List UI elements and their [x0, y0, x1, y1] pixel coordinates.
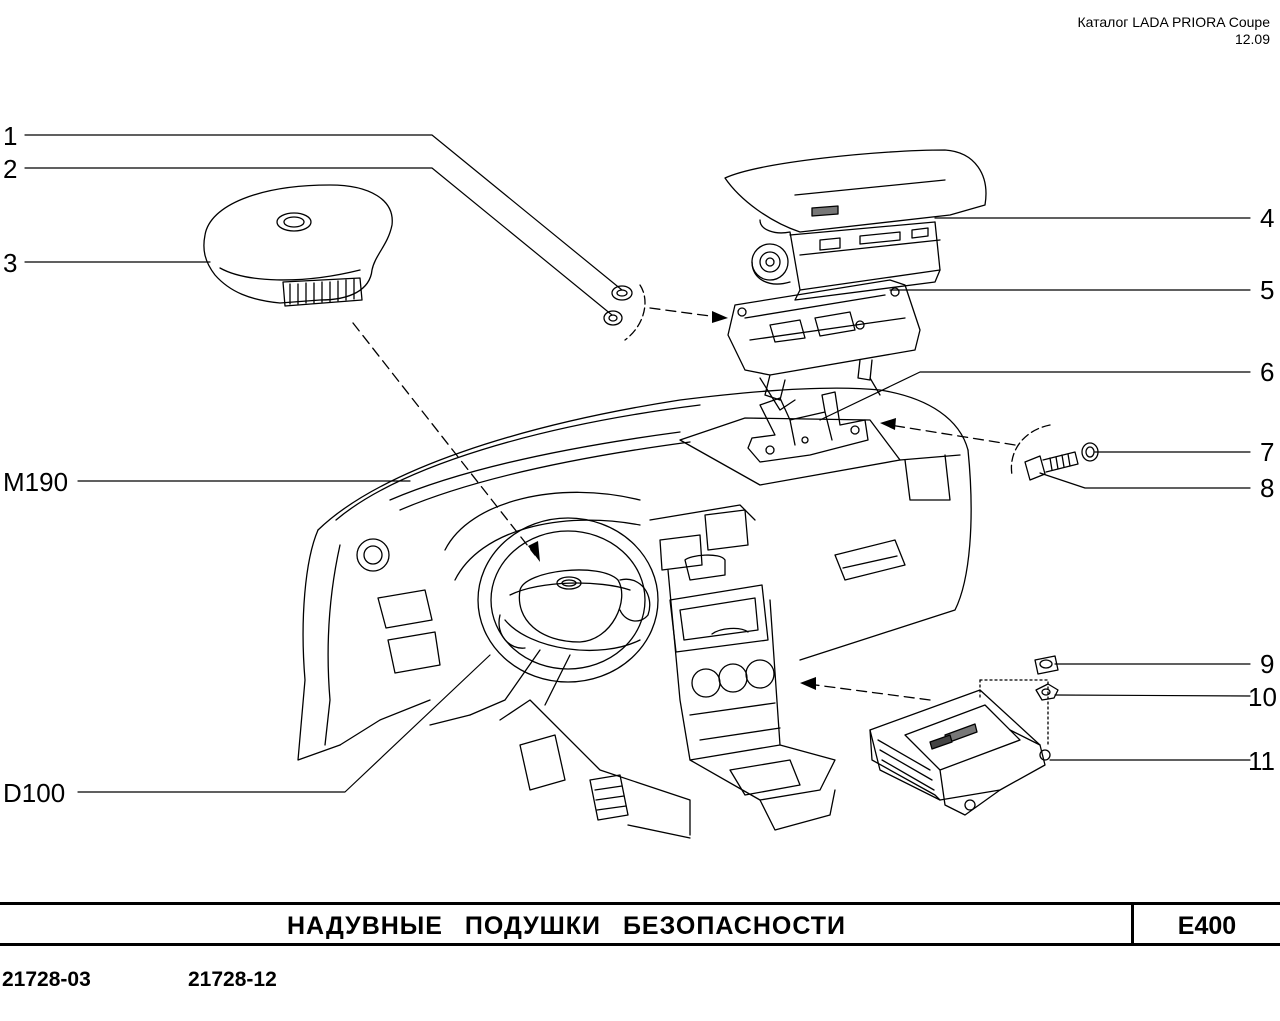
airbag-exploded-diagram: 1 2 3 M190 D100 4 5 6 7 8 9 10 11 — [3, 121, 1277, 839]
model-code-2: 21728-12 — [188, 968, 277, 991]
leader-lines — [24, 134, 1251, 793]
callout-2: 2 — [3, 154, 17, 184]
callout-d100: D100 — [3, 778, 65, 808]
mounting-plate — [747, 391, 869, 463]
passenger-airbag-module — [724, 149, 987, 301]
airbag-control-unit — [869, 655, 1059, 816]
dashed-arrows — [352, 307, 1016, 701]
catalog-header: Каталог LADA PRIORA Coupe — [1077, 14, 1270, 30]
callout-9: 9 — [1260, 649, 1274, 679]
callout-7: 7 — [1260, 437, 1274, 467]
arrow-heads — [528, 311, 896, 690]
fasteners-top — [603, 284, 646, 341]
callout-3: 3 — [3, 248, 17, 278]
title-bar: НАДУВНЫЕ ПОДУШКИ БЕЗОПАСНОСТИ E400 — [0, 902, 1280, 946]
title-divider — [1131, 905, 1134, 943]
driver-airbag-module — [203, 184, 393, 307]
callout-11: 11 — [1248, 746, 1275, 776]
catalog-date: 12.09 — [1234, 31, 1270, 47]
fasteners-right — [1010, 424, 1099, 481]
model-code-1: 21728-03 — [2, 968, 91, 991]
section-code: E400 — [1177, 912, 1237, 940]
callout-1: 1 — [3, 121, 17, 151]
callout-10: 10 — [1248, 682, 1277, 712]
callout-5: 5 — [1260, 275, 1274, 305]
callout-4: 4 — [1260, 203, 1274, 233]
dashboard-drawing — [297, 387, 972, 839]
callout-6: 6 — [1260, 357, 1274, 387]
callout-8: 8 — [1260, 473, 1274, 503]
callout-m190: M190 — [3, 467, 68, 497]
airbag-bracket — [727, 279, 921, 411]
callout-labels: 1 2 3 M190 D100 4 5 6 7 8 9 10 11 — [3, 121, 1277, 808]
section-title: НАДУВНЫЕ ПОДУШКИ БЕЗОПАСНОСТИ — [286, 912, 846, 940]
